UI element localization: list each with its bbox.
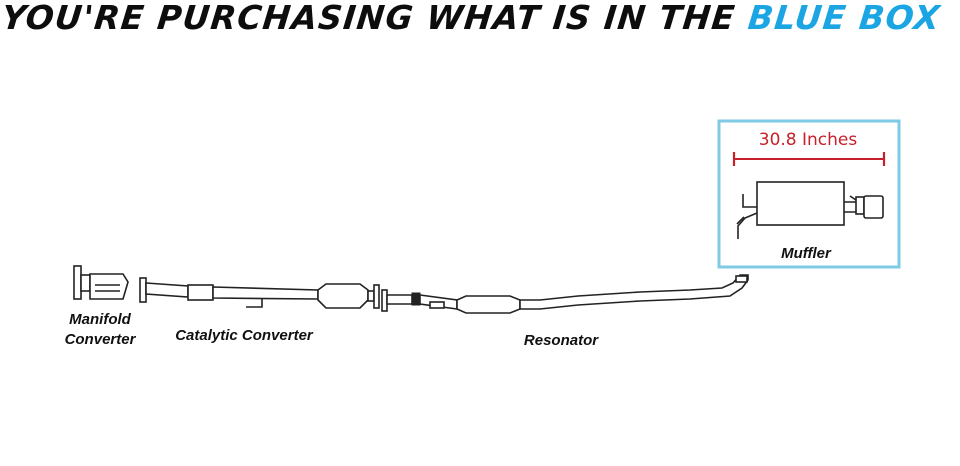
muffler-body — [756, 181, 845, 226]
resonator-tail-pipe — [519, 274, 749, 310]
resonator-outlet-flange — [735, 275, 748, 283]
resonator-drawing — [381, 274, 749, 314]
muffler-inlet-pipe — [737, 212, 758, 239]
manifold-label-line1: Manifold — [69, 311, 131, 328]
catalytic-converter-drawing — [139, 277, 380, 309]
muffler-hanger-right — [849, 195, 857, 201]
catalytic-hanger — [246, 299, 263, 308]
muffler-label: Muffler — [781, 245, 832, 262]
resonator-inlet-pipe — [386, 294, 413, 305]
resonator-label: Resonator — [524, 332, 599, 349]
muffler-drawing — [736, 181, 884, 239]
catalytic-mid-pipe — [212, 286, 319, 300]
resonator-hanger — [429, 301, 445, 309]
purchase-highlight-box — [717, 119, 901, 269]
catalytic-label: Catalytic Converter — [175, 327, 314, 344]
catalytic-inlet-flange — [139, 277, 147, 303]
muffler-hanger-left — [742, 194, 757, 208]
muffler-outlet-pipe — [844, 201, 856, 213]
catalytic-outlet-pipe — [367, 290, 375, 302]
manifold-flange — [73, 265, 82, 300]
manifold-converter-body — [89, 273, 129, 300]
manifold-converter-detail — [95, 284, 120, 292]
muffler-tip-collar — [855, 196, 865, 215]
catalytic-connector — [187, 284, 214, 301]
manifold-label-line2: Converter — [65, 331, 137, 348]
manifold-converter-drawing — [73, 265, 129, 300]
catalytic-outlet-flange — [373, 284, 380, 309]
muffler-inlet-detail — [736, 216, 745, 225]
dimension-label: 30.8 Inches — [759, 130, 858, 150]
muffler-tip — [863, 195, 884, 219]
resonator-body — [456, 295, 521, 314]
dimension-indicator: 30.8 Inches — [732, 130, 886, 166]
catalytic-front-pipe — [145, 282, 189, 298]
catalytic-converter-body — [317, 283, 369, 309]
manifold-inlet-cone — [80, 274, 91, 292]
resonator-clamp — [411, 292, 421, 306]
